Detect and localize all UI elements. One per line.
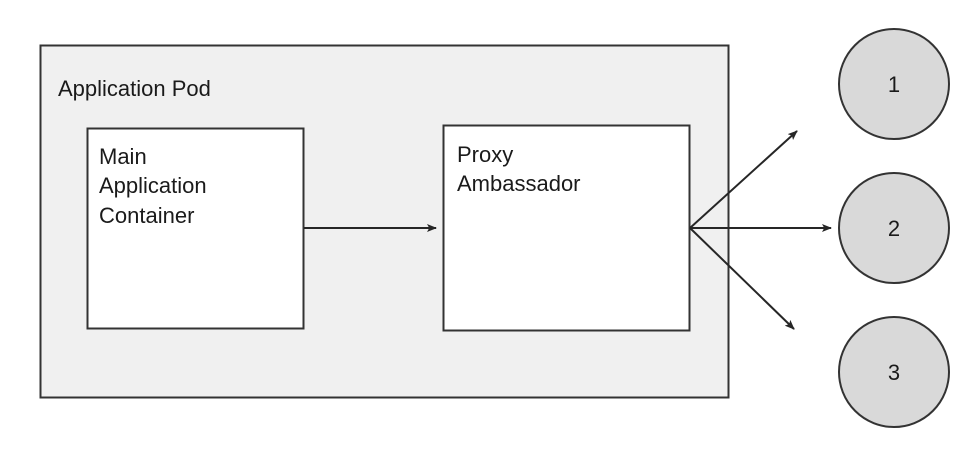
endpoint-3-label: 3	[887, 360, 901, 385]
endpoint-1-circle	[838, 28, 950, 140]
application-pod-label: Application Pod	[58, 76, 211, 101]
endpoint-2-circle	[838, 172, 950, 284]
main-application-container-line-3: Container	[99, 202, 195, 228]
proxy-ambassador-box	[442, 124, 691, 332]
endpoint-2-label: 2	[887, 216, 901, 241]
connector-proxy-to-endpoint-1-arrow	[689, 130, 798, 229]
main-application-container-line-2: Application	[99, 173, 207, 199]
main-application-container-box	[86, 127, 305, 330]
connector-proxy-to-endpoint-3-arrow	[689, 227, 795, 330]
proxy-ambassador-line-1: Proxy	[457, 142, 514, 167]
endpoint-3-circle	[838, 316, 950, 428]
endpoint-1-label: 1	[887, 72, 901, 97]
main-application-container-line-1: Main	[99, 144, 147, 169]
proxy-ambassador-line-2: Ambassador	[457, 171, 581, 197]
